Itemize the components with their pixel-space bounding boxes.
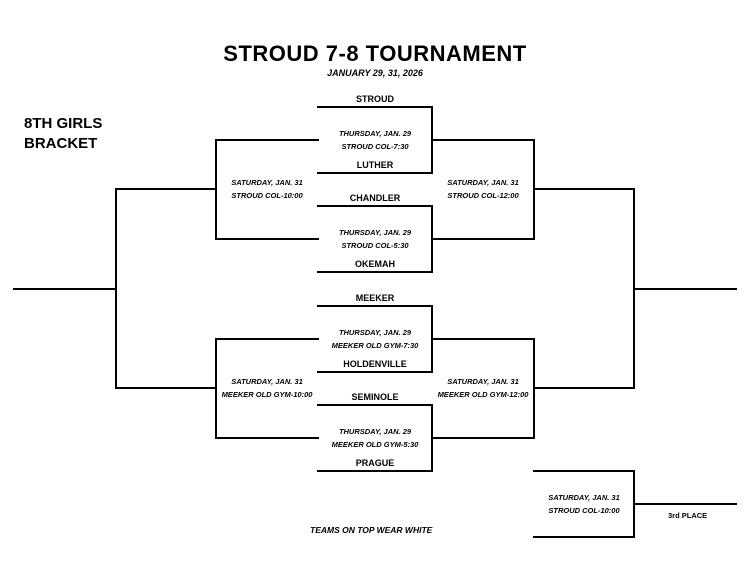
third-place-game-place: STROUD COL-10:00	[548, 506, 620, 515]
third-place-game-info: SATURDAY, JAN. 31 STROUD COL-10:00	[534, 491, 634, 517]
game-4-day: THURSDAY, JAN. 29	[338, 427, 412, 436]
tournament-dates: JANUARY 29, 31, 2026	[327, 68, 423, 78]
team-seminole: SEMINOLE	[351, 392, 399, 402]
third-place-label: 3rd PLACE	[668, 511, 708, 520]
semi-left-bottom-day: SATURDAY, JAN. 31	[231, 377, 303, 386]
game-2-place: STROUD COL-5:30	[341, 241, 409, 250]
bracket-label: 8TH GIRLS BRACKET	[24, 114, 102, 154]
team-holdenville: HOLDENVILLE	[343, 359, 407, 369]
game-1-day: THURSDAY, JAN. 29	[338, 129, 412, 138]
page-title: STROUD 7-8 TOURNAMENT	[223, 41, 527, 66]
third-place-game-day: SATURDAY, JAN. 31	[548, 493, 620, 502]
game-3-place: MEEKER OLD GYM-7:30	[331, 341, 419, 350]
semi-left-top-day: SATURDAY, JAN. 31	[231, 178, 303, 187]
bracket-final-right	[533, 188, 635, 389]
team-meeker: MEEKER	[355, 293, 395, 303]
game-2-day: THURSDAY, JAN. 29	[338, 228, 412, 237]
semi-right-top-day: SATURDAY, JAN. 31	[447, 178, 519, 187]
game-4-place: MEEKER OLD GYM-5:30	[331, 440, 419, 449]
game-1-place: STROUD COL-7:30	[341, 142, 409, 151]
game-2-info: THURSDAY, JAN. 29 STROUD COL-5:30	[317, 226, 433, 252]
semi-right-bottom-place: MEEKER OLD GYM-12:00	[437, 390, 529, 399]
semi-right-top-place: STROUD COL-12:00	[447, 191, 519, 200]
semi-left-top-info: SATURDAY, JAN. 31 STROUD COL-10:00	[216, 176, 318, 202]
game-4-info: THURSDAY, JAN. 29 MEEKER OLD GYM-5:30	[317, 425, 433, 451]
game-3-day: THURSDAY, JAN. 29	[338, 328, 412, 337]
semi-right-bottom-info: SATURDAY, JAN. 31 MEEKER OLD GYM-12:00	[426, 375, 540, 401]
semi-left-bottom-info: SATURDAY, JAN. 31 MEEKER OLD GYM-10:00	[210, 375, 324, 401]
team-okemah: OKEMAH	[355, 259, 395, 269]
team-chandler: CHANDLER	[349, 193, 401, 203]
semi-left-top-place: STROUD COL-10:00	[231, 191, 303, 200]
team-luther: LUTHER	[356, 160, 394, 170]
bracket-label-line-1: 8TH GIRLS	[24, 115, 103, 132]
semi-right-bottom-day: SATURDAY, JAN. 31	[447, 377, 519, 386]
footer-note: TEAMS ON TOP WEAR WHITE	[310, 525, 433, 535]
game-3-info: THURSDAY, JAN. 29 MEEKER OLD GYM-7:30	[317, 326, 433, 352]
game-1-info: THURSDAY, JAN. 29 STROUD COL-7:30	[317, 127, 433, 153]
semi-left-bottom-place: MEEKER OLD GYM-10:00	[221, 390, 313, 399]
bracket-label-line-2: BRACKET	[24, 135, 98, 152]
team-stroud: STROUD	[356, 94, 394, 104]
semi-right-top-info: SATURDAY, JAN. 31 STROUD COL-12:00	[432, 176, 534, 202]
team-prague: PRAGUE	[355, 458, 395, 468]
bracket-final-left	[115, 188, 217, 389]
